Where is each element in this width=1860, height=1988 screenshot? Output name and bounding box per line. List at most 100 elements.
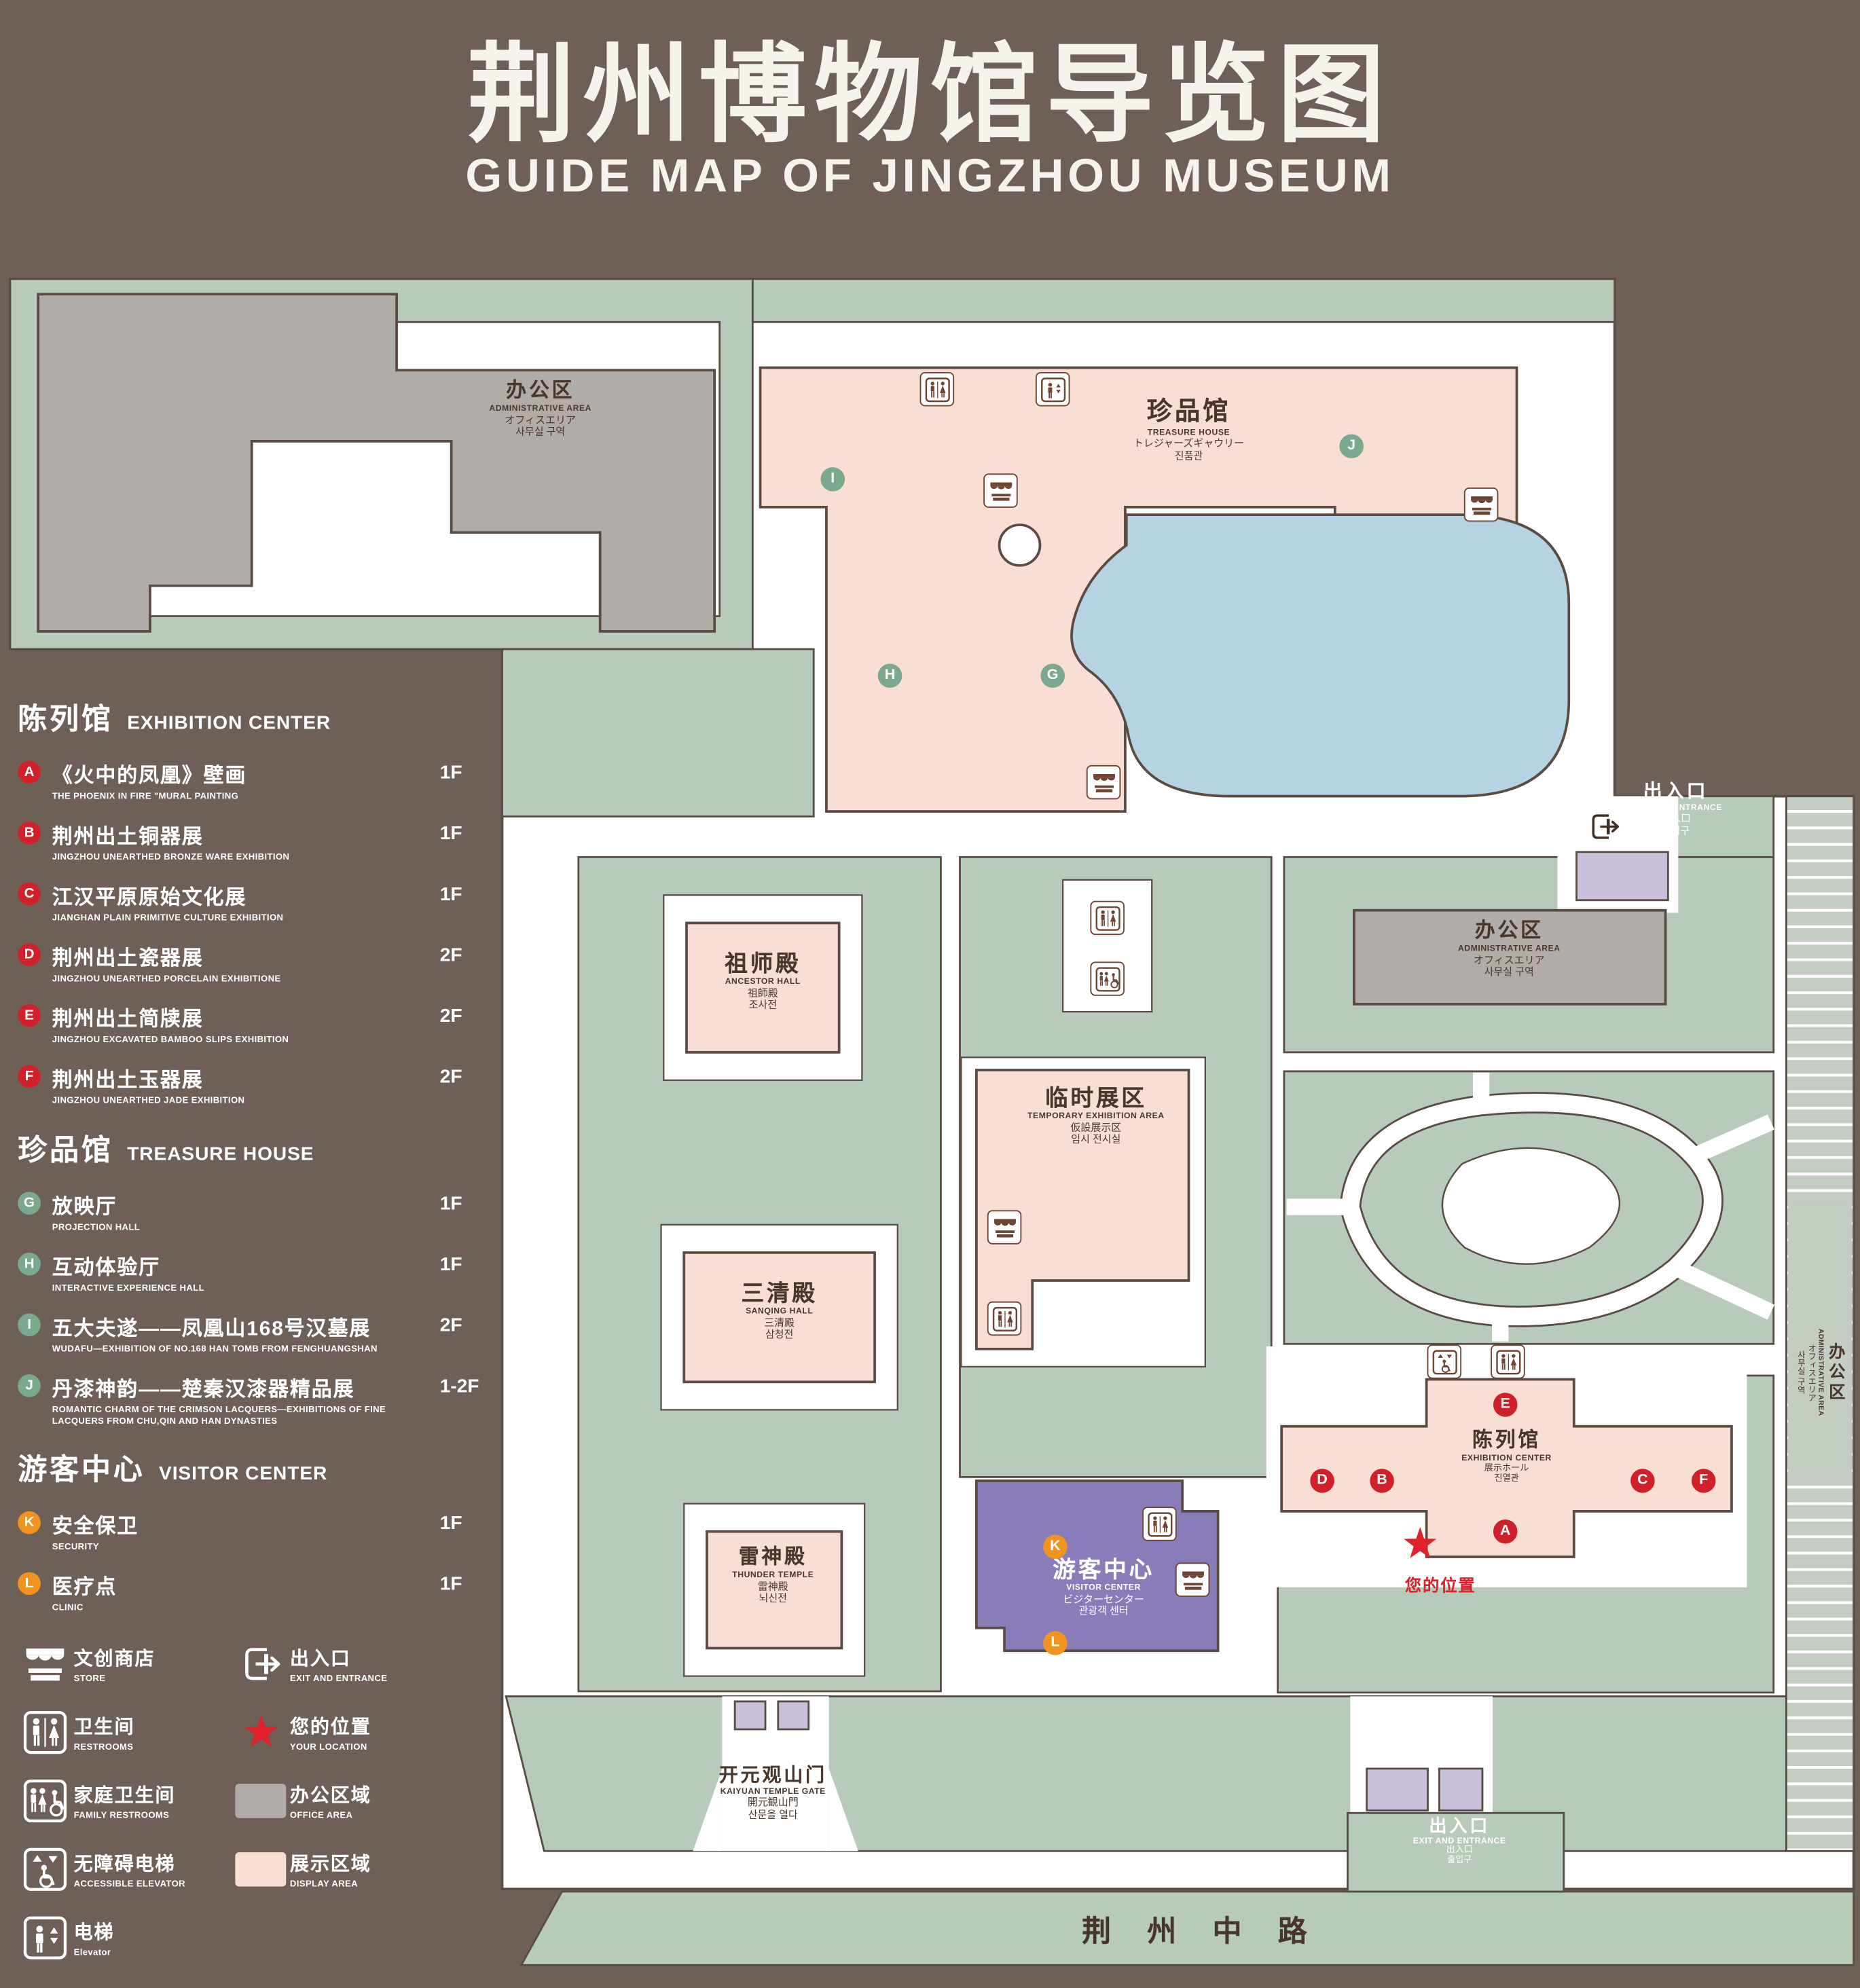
restroom-icon xyxy=(919,372,955,407)
exit-right-block xyxy=(1575,851,1669,902)
park-connector xyxy=(1672,1260,1775,1320)
map-marker-h: H xyxy=(877,663,902,688)
item-en: JINGZHOU UNEARTHED PORCELAIN EXHIBITIONE xyxy=(52,975,281,984)
section-title-en: EXHIBITION CENTER xyxy=(127,712,331,735)
label-zh: 开元观山门 xyxy=(718,1765,827,1787)
label-ja: 祖師殿 xyxy=(747,987,778,999)
item-floor: 2F xyxy=(439,944,462,967)
elevator-icon xyxy=(1035,372,1070,407)
item-zh: 《火中的凤凰》壁画 xyxy=(52,765,247,788)
map-marker-g: G xyxy=(1040,663,1065,688)
restroom-icon xyxy=(1491,1344,1525,1379)
item-en: CLINIC xyxy=(52,1604,84,1613)
display-area-swatch xyxy=(235,1852,287,1887)
item-floor: 2F xyxy=(439,1314,462,1336)
legend-section-visitor-center: 游客中心 VISITOR CENTER xyxy=(18,1446,490,1488)
section-title-en: VISITOR CENTER xyxy=(159,1462,328,1485)
exit-bottom-block-right xyxy=(1438,1767,1484,1811)
map-marker-i: I xyxy=(820,467,845,492)
label-en: THUNDER TEMPLE xyxy=(732,1570,814,1580)
symbol-zh: 卫生间 xyxy=(73,1716,135,1738)
item-zh: 江汉平原原始文化展 xyxy=(52,887,247,910)
item-en: JIANGHAN PLAIN PRIMITIVE CULTURE EXHIBIT… xyxy=(52,914,284,923)
symbol-en: OFFICE AREA xyxy=(289,1811,353,1820)
label-ja: 仮設展示区 xyxy=(1070,1122,1122,1134)
item-en: JINGZHOU UNEARTHED JADE EXHIBITION xyxy=(52,1097,245,1107)
legend-marker: J xyxy=(18,1374,41,1397)
store-icon xyxy=(22,1642,67,1687)
label-exit-bottom: 出入口 EXIT AND ENTRANCE 出入口 출입구 xyxy=(1413,1816,1506,1867)
item-en: THE PHOENIX IN FIRE "MURAL PAINTING xyxy=(52,792,239,802)
restroom-icon xyxy=(987,1301,1022,1336)
item-floor: 1-2F xyxy=(439,1375,479,1397)
legend-marker: L xyxy=(18,1572,41,1596)
item-zh: 放映厅 xyxy=(52,1196,117,1218)
road-label: 荆 州 中 路 xyxy=(1082,1914,1321,1948)
legend-item-d: D 荆州出土瓷器展 JINGZHOU UNEARTHED PORCELAIN EX… xyxy=(15,941,490,986)
label-temporary-exhibition: 临时展区 TEMPORARY EXHIBITION AREA 仮設展示区 임시 … xyxy=(1027,1085,1165,1145)
exit-entrance-icon xyxy=(238,1642,283,1687)
symbol-zh: 办公区域 xyxy=(289,1784,371,1807)
label-en: ANCESTOR HALL xyxy=(725,978,801,987)
gate-splay-left xyxy=(693,1768,723,1852)
label-ja: 三清殿 xyxy=(764,1317,795,1329)
label-zh: 出入口 xyxy=(1429,1815,1491,1836)
item-floor: 1F xyxy=(439,1573,462,1596)
label-admin-right: 办公区 ADMINISTRATIVE AREA オフィスエリア 사무실 구역 xyxy=(1793,1236,1846,1509)
ancestor-hall-building xyxy=(685,921,841,1054)
label-ko: 관광객 센터 xyxy=(1078,1605,1129,1617)
legend-section-treasure-house: 珍品馆 TREASURE HOUSE xyxy=(18,1125,490,1168)
map-marker-k: K xyxy=(1043,1534,1068,1559)
thunder-temple-building xyxy=(706,1530,843,1650)
store-icon xyxy=(983,473,1018,508)
map-marker-e: E xyxy=(1493,1393,1518,1417)
map-marker-d: D xyxy=(1310,1469,1334,1493)
label-zh: 办公区 xyxy=(1826,1342,1846,1403)
legend-marker: G xyxy=(18,1191,41,1215)
restroom-icon xyxy=(1142,1507,1177,1541)
symbol-en: YOUR LOCATION xyxy=(289,1742,367,1752)
poster-subtitle: GUIDE MAP OF JINGZHOU MUSEUM xyxy=(465,149,1395,202)
symbol-en: STORE xyxy=(73,1674,106,1684)
item-en: SECURITY xyxy=(52,1543,100,1552)
label-ja: オフィスエリア xyxy=(1806,1343,1815,1401)
your-location-star-icon xyxy=(241,1713,280,1752)
legend-marker: D xyxy=(18,943,41,967)
label-ja: 出入口 xyxy=(1446,1846,1473,1856)
label-ja: 展示ホール xyxy=(1484,1463,1529,1473)
label-en: TREASURE HOUSE xyxy=(1147,428,1230,437)
label-zh: 三清殿 xyxy=(741,1280,818,1306)
label-en: TEMPORARY EXHIBITION AREA xyxy=(1027,1112,1165,1122)
label-exit-right: 出入口 EXIT AND ENTRANCE 出入口 출입구 xyxy=(1629,781,1722,837)
item-zh: 荆州出土瓷器展 xyxy=(52,949,204,971)
your-location-label: 您的位置 xyxy=(1404,1576,1476,1596)
legend-marker: A xyxy=(18,760,41,784)
symbol-en: FAMILY RESTROOMS xyxy=(73,1811,170,1820)
label-en: ADMINISTRATIVE AREA xyxy=(1816,1328,1824,1416)
exhibition-center-building xyxy=(1280,1378,1733,1558)
label-zh: 办公区 xyxy=(1474,920,1544,942)
symbol-en: Elevator xyxy=(73,1948,111,1957)
restroom-icon xyxy=(1090,900,1125,936)
item-zh: 五大夫遂——凤凰山168号汉墓展 xyxy=(52,1318,371,1340)
admin-building-center xyxy=(1353,908,1667,1006)
round-plaza xyxy=(998,523,1042,567)
label-en: ADMINISTRATIVE AREA xyxy=(489,404,591,413)
label-exhibition-center: 陈列馆 EXHIBITION CENTER 展示ホール 진열관 xyxy=(1461,1430,1552,1484)
label-en: KAIYUAN TEMPLE GATE xyxy=(720,1787,826,1797)
symbol-zh: 出入口 xyxy=(289,1647,351,1670)
green-top-band xyxy=(751,278,1616,323)
legend-marker: F xyxy=(18,1065,41,1089)
label-zh: 珍品馆 xyxy=(1146,398,1231,426)
section-title-en: TREASURE HOUSE xyxy=(127,1143,314,1165)
label-ja: オフィスエリア xyxy=(505,413,576,426)
